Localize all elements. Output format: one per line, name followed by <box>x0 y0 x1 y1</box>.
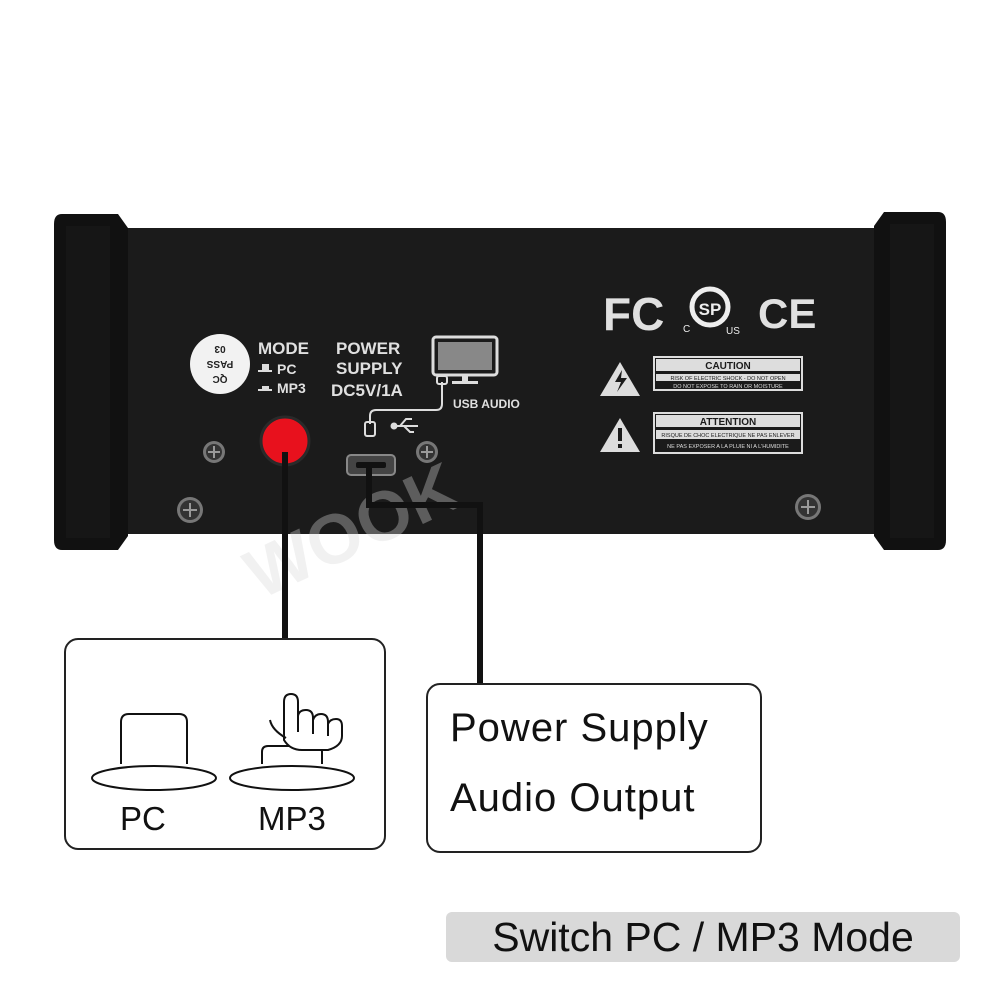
exclamation-triangle-icon <box>600 418 640 452</box>
usb-audio-label: USB AUDIO <box>453 397 520 411</box>
mode-option-pc: PC <box>277 361 296 377</box>
callout-pc-label: PC <box>120 800 166 837</box>
svg-text:SP: SP <box>699 300 722 319</box>
power-label-line3: DC5V/1A <box>331 381 403 400</box>
attention-title: ATTENTION <box>700 417 756 428</box>
usb-symbol-icon <box>390 418 418 433</box>
callout-power-line2: Audio Output <box>450 776 696 820</box>
warning-triangle-icon <box>600 362 640 396</box>
caution-line1: RISK OF ELECTRIC SHOCK - DO NOT OPEN <box>670 376 785 382</box>
pointing-hand-icon <box>269 692 343 751</box>
csa-c: C <box>683 324 690 335</box>
fc-logo: FC <box>603 288 664 340</box>
qc-pass-sticker: QC PASS 03 <box>190 334 250 394</box>
button-up-icon <box>91 713 217 791</box>
screw-icon <box>177 497 203 523</box>
csa-us: US <box>726 326 740 337</box>
screw-icon <box>203 441 225 463</box>
button-pressed-icon <box>229 745 355 791</box>
callout-mp3-label: MP3 <box>258 800 326 837</box>
qc-line3: 03 <box>214 343 226 354</box>
mode-option-mp3: MP3 <box>277 380 306 396</box>
attention-line1: RISQUE DE CHOC ELECTRIQUE NE PAS ENLEVER <box>661 433 794 439</box>
screw-icon <box>795 494 821 520</box>
qc-line2: PASS <box>206 358 233 369</box>
power-callout-box <box>426 683 762 853</box>
power-label-line2: SUPPLY <box>336 359 403 378</box>
power-leader-line <box>366 465 483 685</box>
caution-title: CAUTION <box>705 361 751 372</box>
callout-power-line1: Power Supply <box>450 706 709 750</box>
csa-logo: SP C US <box>683 286 740 337</box>
qc-line1: QC <box>213 373 228 384</box>
screw-icon <box>416 441 438 463</box>
power-label-line1: POWER <box>336 339 400 358</box>
pc-position-icon <box>262 364 269 370</box>
ce-logo: CE <box>758 290 816 337</box>
mode-title: MODE <box>258 339 309 358</box>
attention-label <box>653 412 803 454</box>
caution-label <box>653 356 803 391</box>
mode-callout-box <box>64 638 386 850</box>
mp3-position-icon <box>262 386 269 389</box>
caution-line2: DO NOT EXPOSE TO RAIN OR MOISTURE <box>673 384 783 390</box>
attention-line2: NE PAS EXPOSER A LA PLUIE NI A L'HUMIDIT… <box>667 444 789 450</box>
usb-cable-icon <box>369 382 443 424</box>
monitor-icon <box>431 335 499 384</box>
caption-banner: Switch PC / MP3 Mode <box>446 912 960 962</box>
